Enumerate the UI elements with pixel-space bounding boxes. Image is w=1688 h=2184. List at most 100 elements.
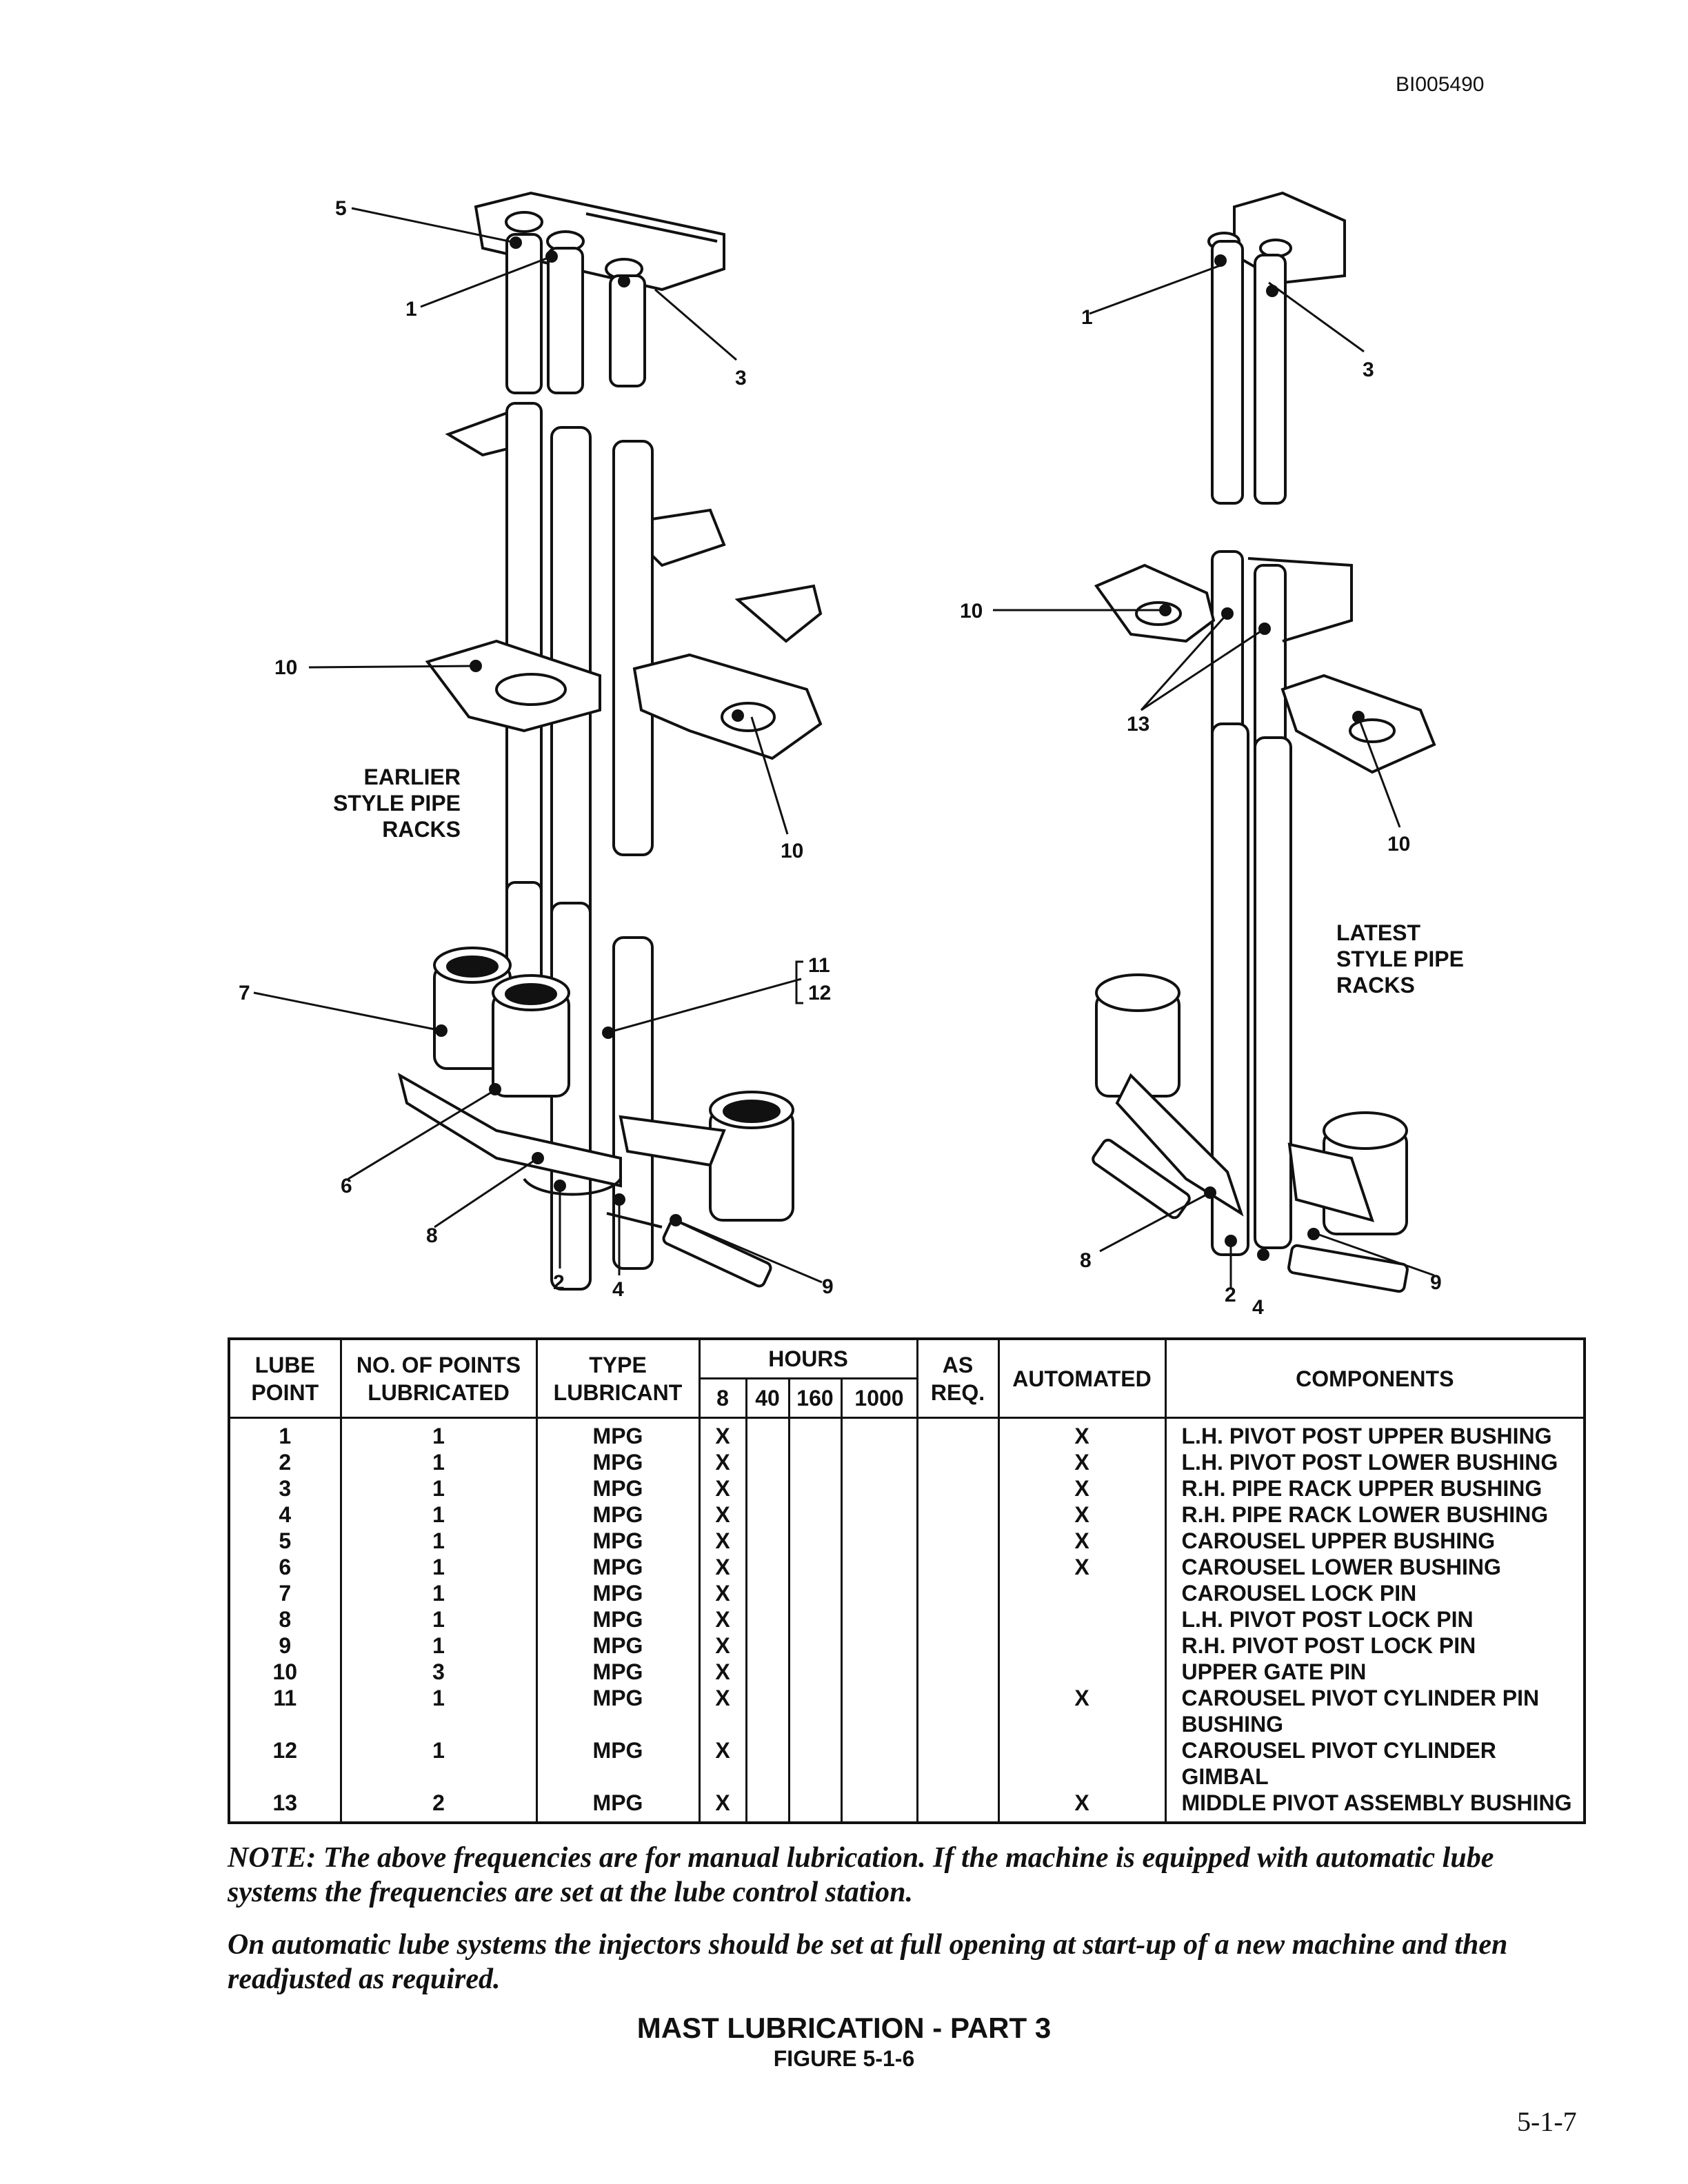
cell-h8: X bbox=[698, 1554, 747, 1580]
cell-h40 bbox=[745, 1685, 790, 1737]
cell-type: MPG bbox=[535, 1528, 701, 1554]
cell-h40 bbox=[745, 1417, 790, 1449]
cell-comp: CAROUSEL LOWER BUSHING bbox=[1164, 1554, 1586, 1580]
left-carousel-cups bbox=[433, 947, 794, 1222]
document-id: BI005490 bbox=[1396, 73, 1485, 96]
cell-h1000 bbox=[840, 1685, 918, 1737]
cell-comp: L.H. PIVOT POST UPPER BUSHING bbox=[1164, 1417, 1586, 1449]
cell-h8: X bbox=[698, 1685, 747, 1737]
cell-h160 bbox=[787, 1659, 843, 1685]
cell-h8: X bbox=[698, 1475, 747, 1502]
cell-point: 3 bbox=[228, 1475, 342, 1502]
left-column-upper bbox=[505, 233, 646, 394]
callout-7: 7 bbox=[239, 982, 250, 1004]
header-hours-40: 40 bbox=[745, 1377, 790, 1419]
cell-asreq bbox=[916, 1737, 1000, 1790]
notes: NOTE: The above frequencies are for manu… bbox=[228, 1841, 1583, 2014]
cell-h1000 bbox=[840, 1632, 918, 1659]
cell-h1000 bbox=[840, 1737, 918, 1790]
cell-type: MPG bbox=[535, 1475, 701, 1502]
latest-caption-line-3: RACKS bbox=[1336, 973, 1415, 998]
callout-r2: 2 bbox=[1225, 1284, 1236, 1306]
header-hours: HOURS bbox=[698, 1337, 918, 1379]
cell-h1000 bbox=[840, 1790, 918, 1823]
right-column-upper bbox=[1211, 240, 1287, 505]
callout-2: 2 bbox=[553, 1271, 565, 1294]
note-manual-lubrication: NOTE: The above frequencies are for manu… bbox=[228, 1842, 1494, 1908]
cell-h1000 bbox=[840, 1580, 918, 1606]
cell-auto: X bbox=[997, 1528, 1167, 1554]
callout-1: 1 bbox=[405, 298, 417, 321]
cell-count: 3 bbox=[339, 1659, 538, 1685]
cell-h8: X bbox=[698, 1449, 747, 1475]
cell-h40 bbox=[745, 1632, 790, 1659]
cell-h160 bbox=[787, 1554, 843, 1580]
callout-10: 10 bbox=[274, 656, 297, 679]
cell-asreq bbox=[916, 1685, 1000, 1737]
cell-type: MPG bbox=[535, 1606, 701, 1632]
cell-h40 bbox=[745, 1475, 790, 1502]
cell-asreq bbox=[916, 1475, 1000, 1502]
cell-count: 2 bbox=[339, 1790, 538, 1823]
left-pipe-rack-right bbox=[632, 653, 823, 760]
cell-point: 5 bbox=[228, 1528, 342, 1554]
cell-point: 1 bbox=[228, 1417, 342, 1449]
cell-count: 1 bbox=[339, 1528, 538, 1554]
earlier-caption-line-1: EARLIER bbox=[364, 765, 461, 789]
cell-asreq bbox=[916, 1528, 1000, 1554]
right-pipe-rack-right bbox=[1280, 674, 1436, 774]
cell-h160 bbox=[787, 1502, 843, 1528]
callout-5: 5 bbox=[335, 197, 347, 220]
cell-type: MPG bbox=[535, 1554, 701, 1580]
callout-r8: 8 bbox=[1080, 1249, 1092, 1272]
cell-h160 bbox=[787, 1417, 843, 1449]
cell-h8: X bbox=[698, 1606, 747, 1632]
cell-h40 bbox=[745, 1449, 790, 1475]
callout-r4: 4 bbox=[1252, 1296, 1264, 1319]
cell-auto: X bbox=[997, 1502, 1167, 1528]
cell-h1000 bbox=[840, 1659, 918, 1685]
left-column-middle bbox=[505, 402, 654, 1035]
cell-comp: R.H. PIVOT POST LOCK PIN bbox=[1164, 1632, 1586, 1659]
left-gusset-plate-2 bbox=[734, 584, 823, 643]
cell-h160 bbox=[787, 1737, 843, 1790]
cell-type: MPG bbox=[535, 1790, 701, 1823]
callout-r3: 3 bbox=[1363, 358, 1374, 381]
callout-r13: 13 bbox=[1127, 713, 1149, 736]
cell-point: 4 bbox=[228, 1502, 342, 1528]
cell-asreq bbox=[916, 1659, 1000, 1685]
cell-h40 bbox=[745, 1606, 790, 1632]
cell-asreq bbox=[916, 1632, 1000, 1659]
cell-h40 bbox=[745, 1790, 790, 1823]
cell-comp: R.H. PIPE RACK UPPER BUSHING bbox=[1164, 1475, 1586, 1502]
cell-h160 bbox=[787, 1632, 843, 1659]
latest-caption-line-2: STYLE PIPE bbox=[1336, 947, 1464, 971]
right-column-lower bbox=[1211, 550, 1292, 1256]
cell-auto: X bbox=[997, 1417, 1167, 1449]
figure-number: FIGURE 5-1-6 bbox=[773, 2046, 915, 2071]
callout-r10: 10 bbox=[960, 600, 983, 623]
cell-h40 bbox=[745, 1659, 790, 1685]
cell-count: 1 bbox=[339, 1606, 538, 1632]
cell-comp: MIDDLE PIVOT ASSEMBLY BUSHING bbox=[1164, 1790, 1586, 1823]
cell-comp: CAROUSEL LOCK PIN bbox=[1164, 1580, 1586, 1606]
cell-comp: CAROUSEL PIVOT CYLINDER GIMBAL bbox=[1164, 1737, 1586, 1790]
cell-type: MPG bbox=[535, 1449, 701, 1475]
cell-asreq bbox=[916, 1606, 1000, 1632]
cell-point: 2 bbox=[228, 1449, 342, 1475]
cell-point: 7 bbox=[228, 1580, 342, 1606]
cell-point: 13 bbox=[228, 1790, 342, 1823]
cell-type: MPG bbox=[535, 1632, 701, 1659]
cell-h160 bbox=[787, 1685, 843, 1737]
